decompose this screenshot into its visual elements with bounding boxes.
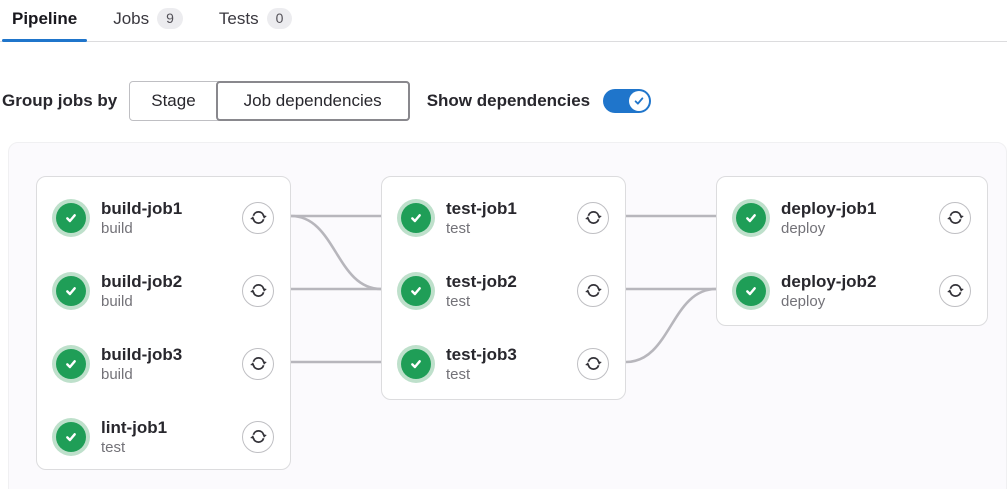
job-stage: build [101,292,133,310]
show-dependencies-label: Show dependencies [426,91,591,110]
check-icon [66,213,76,222]
retry-job-button[interactable] [577,201,609,234]
job-stage: deploy [781,219,826,237]
retry-job-button[interactable] [242,347,274,380]
retry-icon [249,210,267,225]
retry-icon [584,356,602,371]
status-success-icon [732,271,770,310]
check-icon [746,213,756,222]
retry-icon [946,283,964,298]
status-success-icon [52,417,90,456]
job-item-build-job2[interactable]: build-job2 build [37,254,290,327]
toggle-check-icon [634,97,644,105]
retry-job-button[interactable] [242,420,274,453]
job-name: lint-job1 [101,417,168,437]
status-success-icon [732,198,770,237]
toggle-knob [629,91,650,111]
jobs-count-badge: 9 [157,8,183,29]
retry-job-button[interactable] [939,274,971,307]
job-item-test-job1[interactable]: test-job1 test [382,181,625,254]
check-icon [411,286,421,295]
job-item-deploy-job1[interactable]: deploy-job1 deploy [717,181,987,254]
job-name: deploy-job1 [781,198,877,218]
retry-icon [946,210,964,225]
check-icon [66,432,76,441]
dependency-edge-build-job1-to-test-job2 [290,214,382,291]
status-success-icon [52,198,90,237]
job-texts: deploy-job1 deploy [781,198,939,238]
job-name: build-job1 [101,198,183,218]
job-item-test-job3[interactable]: test-job3 test [382,327,625,400]
retry-icon [584,210,602,225]
retry-job-button[interactable] [577,274,609,307]
job-item-lint-job1[interactable]: lint-job1 test [37,400,290,473]
check-icon [746,286,756,295]
status-success-icon [52,271,90,310]
job-name: build-job2 [101,271,183,291]
retry-job-button[interactable] [242,201,274,234]
check-icon [411,359,421,368]
job-texts: deploy-job2 deploy [781,271,939,311]
job-texts: test-job2 test [446,271,577,311]
job-group-card: build-job1 build [36,176,291,470]
retry-job-button[interactable] [939,201,971,234]
group-by-stage-button[interactable]: Stage [130,82,217,120]
job-item-build-job1[interactable]: build-job1 build [37,181,290,254]
tab-tests[interactable]: Tests 0 [209,0,302,41]
tests-count-badge: 0 [266,8,293,29]
tab-pipeline-label: Pipeline [12,9,78,28]
job-texts: build-job2 build [101,271,242,311]
job-stage: test [446,365,471,383]
check-icon [66,286,76,295]
job-name: test-job1 [446,198,517,218]
group-by-segmented-control: Stage Job dependencies [129,81,410,121]
job-group-card: deploy-job1 deploy [716,176,988,326]
job-group-card: test-job1 test t [381,176,626,400]
status-success-icon [397,344,435,383]
retry-icon [249,429,267,444]
pipeline-tabbar: Pipeline Jobs 9 Tests 0 [0,0,1007,42]
status-success-icon [397,198,435,237]
job-name: build-job3 [101,344,183,364]
pipeline-graph: build-job1 build [8,142,1007,489]
job-texts: lint-job1 test [101,417,242,457]
graph-controls: Group jobs by Stage Job dependencies Sho… [2,81,1007,121]
job-stage: test [446,219,471,237]
tab-jobs-label: Jobs [113,8,150,28]
group-jobs-by-label: Group jobs by [2,91,118,110]
status-success-icon [52,344,90,383]
job-item-build-job3[interactable]: build-job3 build [37,327,290,400]
job-stage: test [446,292,471,310]
job-item-deploy-job2[interactable]: deploy-job2 deploy [717,254,987,327]
job-name: deploy-job2 [781,271,877,291]
job-stage: test [101,438,126,456]
job-stage: build [101,219,133,237]
job-texts: build-job3 build [101,344,242,384]
retry-icon [249,283,267,298]
check-icon [66,359,76,368]
group-by-job-dependencies-button[interactable]: Job dependencies [215,81,410,121]
tab-pipeline[interactable]: Pipeline [2,0,88,42]
job-item-test-job2[interactable]: test-job2 test [382,254,625,327]
job-stage: build [101,365,133,383]
job-texts: test-job3 test [446,344,577,384]
retry-icon [249,356,267,371]
tab-jobs[interactable]: Jobs 9 [103,0,193,41]
retry-job-button[interactable] [242,274,274,307]
job-texts: test-job1 test [446,198,577,238]
tab-tests-label: Tests [218,8,259,28]
retry-job-button[interactable] [577,347,609,380]
dependency-edge-test-job3-to-deploy-job2 [625,287,717,364]
job-name: test-job3 [446,344,517,364]
retry-icon [584,283,602,298]
job-stage: deploy [781,292,826,310]
status-success-icon [397,271,435,310]
job-name: test-job2 [446,271,517,291]
job-texts: build-job1 build [101,198,242,238]
show-dependencies-toggle[interactable] [603,89,652,113]
check-icon [411,213,421,222]
